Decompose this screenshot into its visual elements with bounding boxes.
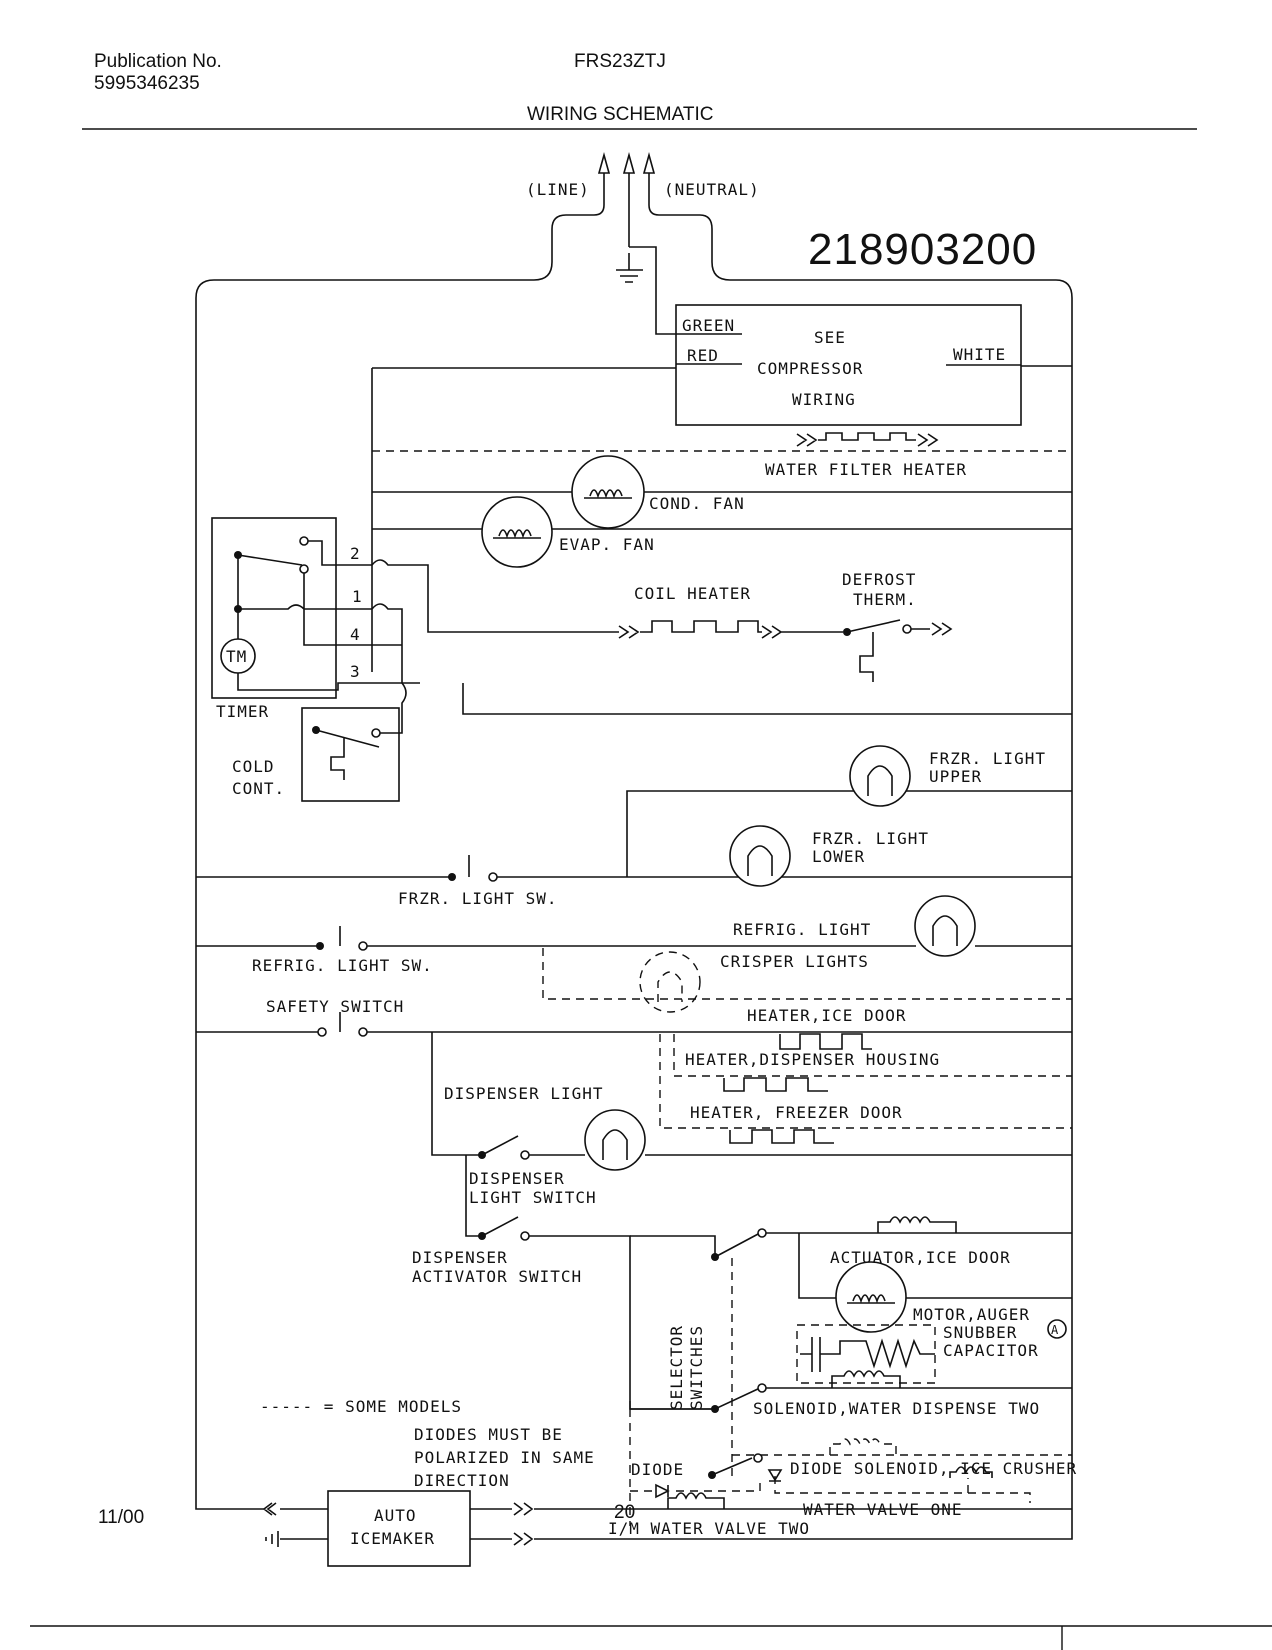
crisper-lights-icon	[639, 951, 701, 1013]
frzr-light-upper-label-2: UPPER	[929, 767, 982, 786]
snubber-capacitor-element	[800, 1337, 935, 1372]
diode-left-icon	[655, 1483, 670, 1499]
coil-heater-element	[618, 620, 843, 639]
refrig-light-sw-label: REFRIG. LIGHT SW.	[252, 956, 433, 975]
frzr-light-upper-icon	[849, 745, 911, 807]
supply-terminals	[195, 152, 1073, 1540]
publication-number: 5995346235	[94, 73, 200, 94]
compressor-wiring: WIRING	[792, 390, 856, 409]
model-number: FRS23ZTJ	[574, 51, 666, 72]
heater-ice-door-element	[779, 1033, 872, 1050]
dispenser-activator-switch-label-2: ACTIVATOR SWITCH	[412, 1267, 582, 1286]
timer-terminal-2: 2	[350, 544, 361, 563]
refrig-light-label: REFRIG. LIGHT	[733, 920, 871, 939]
cold-cont-label-2: CONT.	[232, 779, 285, 798]
green-wire-label: GREEN	[682, 316, 735, 335]
diode-right-icon	[767, 1469, 783, 1482]
auto-icemaker-box	[327, 1490, 471, 1567]
dispenser-light-icon	[584, 1109, 646, 1171]
selector-switches-label-1: SELECTOR	[667, 1325, 686, 1410]
heater-ice-door-label: HEATER,ICE DOOR	[747, 1006, 907, 1025]
frzr-light-lower-label-2: LOWER	[812, 847, 865, 866]
refrig-light-icon	[914, 895, 976, 957]
dispenser-light-label: DISPENSER LIGHT	[444, 1084, 604, 1103]
footer-date: 11/00	[98, 1507, 145, 1528]
dispenser-light-switch-label-2: LIGHT SWITCH	[469, 1188, 597, 1207]
evap-fan-label: EVAP. FAN	[559, 535, 655, 554]
solenoid-water-dispense-two-label: SOLENOID,WATER DISPENSE TWO	[753, 1399, 1040, 1418]
red-wire-label: RED	[687, 346, 719, 365]
heater-freezer-door-element	[729, 1129, 834, 1144]
snubber-label: SNUBBER	[943, 1323, 1017, 1342]
page-title: WIRING SCHEMATIC	[527, 104, 714, 125]
publication-label: Publication No.	[94, 51, 222, 72]
capacitor-label: CAPACITOR	[943, 1341, 1039, 1360]
selector-switches-label-2: SWITCHES	[687, 1325, 706, 1410]
white-wire-label: WHITE	[953, 345, 1006, 364]
timer-motor-label: TM	[226, 647, 247, 666]
im-water-valve-two-label: I/M WATER VALVE TWO	[608, 1519, 810, 1538]
snubber-capacitor-box	[796, 1324, 936, 1384]
timer-box	[211, 517, 337, 699]
compressor-see: SEE	[814, 328, 846, 347]
water-filter-heater-label: WATER FILTER HEATER	[765, 460, 967, 479]
auto-icemaker-label-2: ICEMAKER	[350, 1529, 435, 1548]
frzr-light-lower-label-1: FRZR. LIGHT	[812, 829, 929, 848]
actuator-ice-door-coil	[877, 1216, 957, 1233]
frzr-light-sw-label: FRZR. LIGHT SW.	[398, 889, 558, 908]
cond-fan-label: COND. FAN	[649, 494, 745, 513]
water-valve-one-coil	[667, 1492, 725, 1509]
heater-freezer-door-label: HEATER, FREEZER DOOR	[690, 1103, 903, 1122]
diodes-note-line-3: DIRECTION	[414, 1471, 510, 1490]
auto-icemaker-label-1: AUTO	[374, 1506, 417, 1525]
cold-cont-label-1: COLD	[232, 757, 275, 776]
diodes-note-line-1: DIODES MUST BE	[414, 1425, 563, 1444]
solenoid-ice-crusher-coil	[949, 1466, 993, 1478]
motor-auger-label: MOTOR,AUGER	[913, 1305, 1030, 1324]
cold-control-box	[301, 707, 400, 802]
timer-label: TIMER	[216, 702, 269, 721]
timer-terminal-3: 3	[350, 662, 361, 681]
dispenser-activator-switch-label-1: DISPENSER	[412, 1248, 508, 1267]
safety-switch-label: SAFETY SWITCH	[266, 997, 404, 1016]
line-label: (LINE)	[526, 180, 590, 199]
heater-dispenser-housing-element	[723, 1077, 828, 1092]
some-models-note: ----- = SOME MODELS	[260, 1397, 462, 1416]
neutral-label: (NEUTRAL)	[664, 180, 760, 199]
timer-terminal-1: 1	[352, 587, 363, 606]
part-number: 218903200	[808, 225, 1037, 274]
snubber-mark: A	[1051, 1323, 1059, 1337]
diode-solenoid-ice-crusher-label: DIODE SOLENOID, ICE CRUSHER	[790, 1459, 1077, 1478]
crisper-lights-label: CRISPER LIGHTS	[720, 952, 869, 971]
timer-terminal-4: 4	[350, 625, 361, 644]
defrost-therm-label-2: THERM.	[853, 590, 917, 609]
frzr-light-lower-icon	[729, 825, 791, 887]
dispenser-light-switch-label-1: DISPENSER	[469, 1169, 565, 1188]
coil-heater-label: COIL HEATER	[634, 584, 751, 603]
heater-dispenser-housing-label: HEATER,DISPENSER HOUSING	[685, 1050, 940, 1069]
snubber-mark-circle	[1047, 1319, 1067, 1339]
diodes-note-line-2: POLARIZED IN SAME	[414, 1448, 595, 1467]
diode-left-label: DIODE	[631, 1460, 684, 1479]
frzr-light-upper-label-1: FRZR. LIGHT	[929, 749, 1046, 768]
defrost-therm-label-1: DEFROST	[842, 570, 916, 589]
water-filter-heater-element	[796, 432, 939, 447]
compressor-compressor: COMPRESSOR	[757, 359, 863, 378]
